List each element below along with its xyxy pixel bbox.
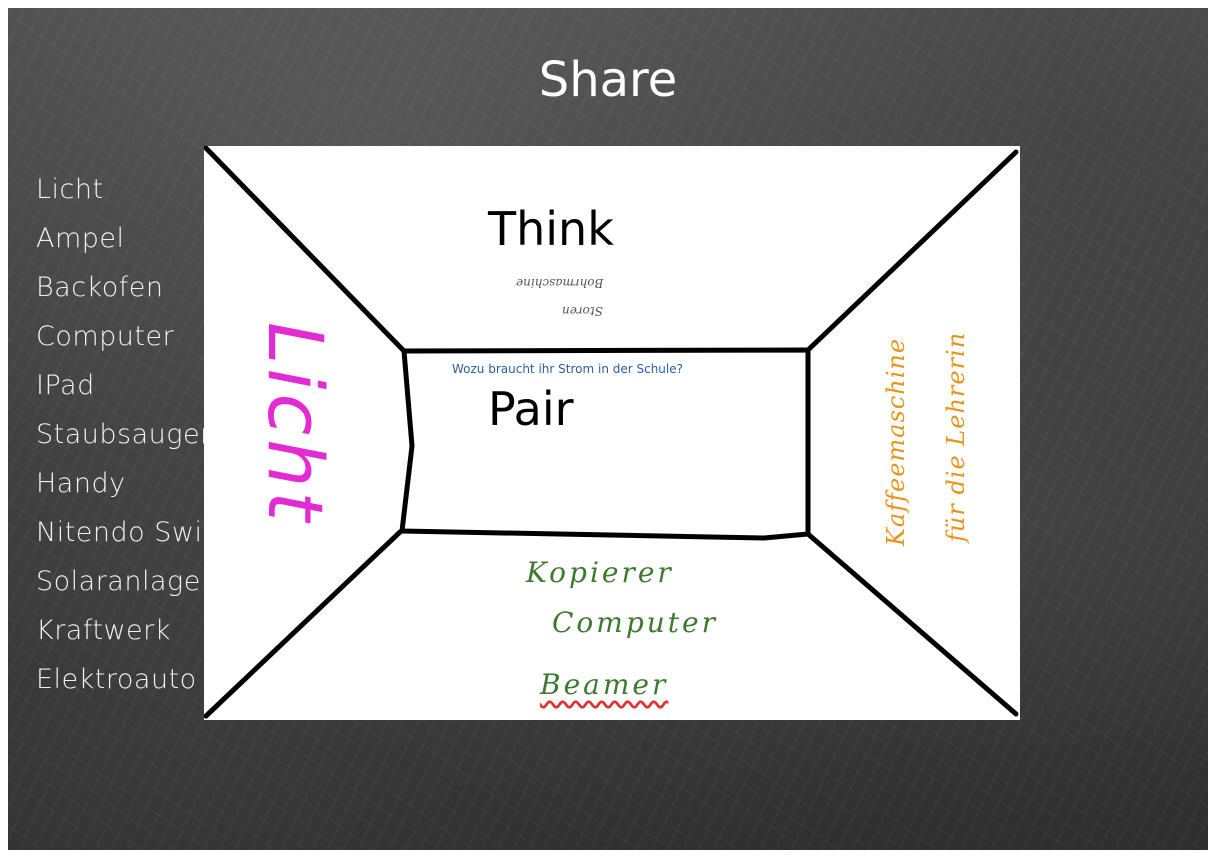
bottom-note: Beamer: [540, 668, 669, 701]
list-item: Kraftwerk: [36, 615, 171, 646]
right-note: für die Lehrerin: [942, 331, 970, 542]
upside-down-note: Storen: [562, 304, 603, 318]
diagonal-line: [204, 146, 407, 354]
diagonal-line: [204, 529, 403, 719]
central-question: Wozu braucht ihr Strom in der Schule?: [452, 362, 683, 376]
list-item: Backofen: [36, 272, 164, 303]
word-list: Licht Ampel Backofen Computer IPad Staub…: [36, 170, 247, 709]
list-item: Solaranlage: [36, 566, 201, 597]
bottom-note: Computer: [552, 606, 718, 639]
bottom-note: Kopierer: [526, 556, 674, 589]
list-item: Handy: [36, 468, 126, 499]
perspective-lines: [204, 146, 1019, 719]
list-item: Licht: [36, 174, 104, 205]
list-item: Computer: [36, 321, 175, 352]
diagonal-line: [805, 149, 1019, 353]
right-note: Kaffeemaschine: [882, 337, 910, 546]
list-item: Staubsauger: [36, 419, 212, 450]
pair-heading: Pair: [488, 382, 574, 436]
list-item: Elektroauto: [36, 664, 197, 695]
whiteboard: Think Bohrmaschine Storen Wozu braucht i…: [204, 146, 1020, 720]
upside-down-note: Bohrmaschine: [516, 276, 604, 290]
list-item: IPad: [36, 370, 95, 401]
list-item: Ampel: [36, 223, 125, 254]
center-box: [399, 347, 811, 541]
think-heading: Think: [488, 202, 614, 256]
slide-title: Share: [538, 52, 678, 108]
left-note: Licht: [251, 322, 340, 526]
diagonal-line: [805, 531, 1019, 717]
